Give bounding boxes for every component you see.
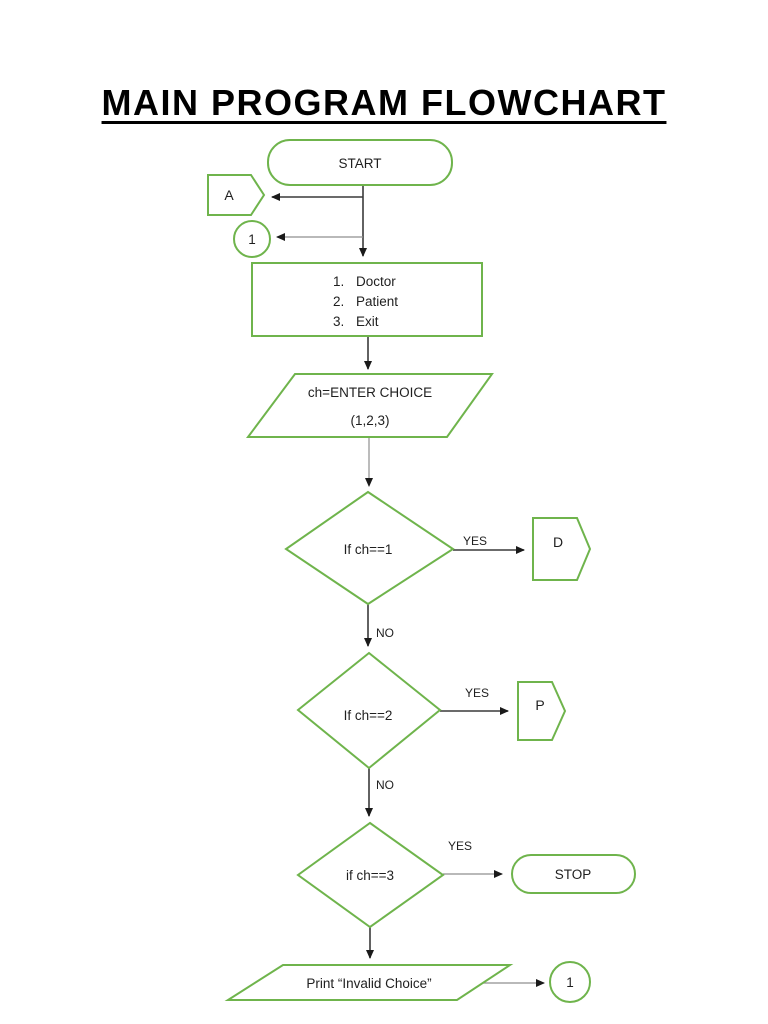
onpage-connector-1-top-label: 1 xyxy=(248,232,256,247)
menu-item-2-number: 2. xyxy=(333,294,344,309)
offpage-connector-a-label: A xyxy=(224,187,234,203)
menu-process-box xyxy=(251,262,483,337)
input-choice-line1: ch=ENTER CHOICE xyxy=(308,385,432,400)
menu-item-1-label: Doctor xyxy=(356,274,396,289)
offpage-connector-a xyxy=(207,174,266,216)
menu-item-3: 3. Exit xyxy=(333,314,379,329)
menu-item-3-number: 3. xyxy=(333,314,344,329)
decision-ch2-label: If ch==2 xyxy=(344,708,393,723)
start-terminal xyxy=(267,139,453,186)
offpage-connector-d xyxy=(532,517,592,581)
menu-item-1: 1. Doctor xyxy=(333,274,396,289)
menu-item-2-label: Patient xyxy=(356,294,398,309)
decision-ch1-yes-label: YES xyxy=(463,534,487,548)
stop-terminal-label: STOP xyxy=(555,867,592,882)
start-terminal-label: START xyxy=(338,156,381,171)
decision-ch1-label: If ch==1 xyxy=(344,542,393,557)
print-invalid-label: Print “Invalid Choice” xyxy=(306,976,431,991)
decision-ch3-yes-label: YES xyxy=(448,839,472,853)
print-invalid-parallelogram xyxy=(224,964,514,1001)
offpage-connector-d-label: D xyxy=(553,534,563,550)
menu-item-2: 2. Patient xyxy=(333,294,398,309)
decision-ch2-diamond xyxy=(296,651,442,770)
input-choice-parallelogram xyxy=(246,373,494,438)
decision-ch3-label: if ch==3 xyxy=(346,868,394,883)
decision-ch1-no-label: NO xyxy=(376,626,394,640)
offpage-connector-p xyxy=(517,681,567,741)
decision-ch2-no-label: NO xyxy=(376,778,394,792)
input-choice-line2: (1,2,3) xyxy=(350,413,389,428)
onpage-connector-1-bottom xyxy=(549,961,591,1003)
page-title: MAIN PROGRAM FLOWCHART xyxy=(101,82,667,123)
decision-ch2-yes-label: YES xyxy=(465,686,489,700)
onpage-connector-1-top xyxy=(233,220,271,258)
decision-ch3-diamond xyxy=(296,821,445,929)
offpage-connector-p-label: P xyxy=(535,697,544,713)
menu-item-3-label: Exit xyxy=(356,314,379,329)
onpage-connector-1-bottom-label: 1 xyxy=(566,975,574,990)
stop-terminal xyxy=(511,854,636,894)
menu-item-1-number: 1. xyxy=(333,274,344,289)
decision-ch1-diamond xyxy=(284,490,455,606)
